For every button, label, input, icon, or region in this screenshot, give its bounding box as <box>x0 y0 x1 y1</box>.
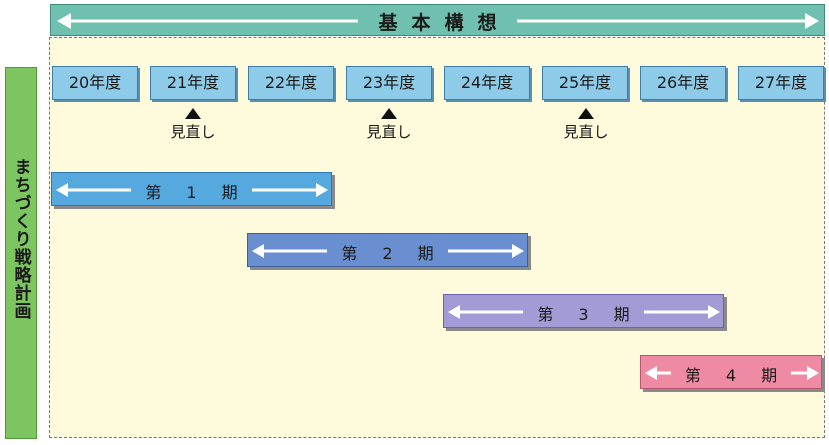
phase-2-label: 第 2 期 <box>327 244 448 263</box>
review-marker-21: 見直し <box>153 108 233 142</box>
review-label: 見直し <box>366 123 412 141</box>
phase-2-bar: 第 2 期 <box>247 233 528 267</box>
strategy-plan-title: まちづくり戦略計画 <box>10 158 31 320</box>
phase-1-bar: 第 1 期 <box>51 172 332 206</box>
year-box-22: 22年度 <box>248 66 334 100</box>
triangle-up-icon <box>381 108 397 119</box>
review-marker-25: 見直し <box>546 108 626 142</box>
phase-4-bar: 第 4 期 <box>640 355 822 389</box>
basic-plan-bar: 基本構想 <box>50 4 825 36</box>
year-box-24: 24年度 <box>444 66 530 100</box>
review-label: 見直し <box>170 123 216 141</box>
year-box-25: 25年度 <box>542 66 628 100</box>
phase-1-label: 第 1 期 <box>131 183 252 202</box>
review-marker-23: 見直し <box>349 108 429 142</box>
basic-plan-title: 基本構想 <box>358 12 517 34</box>
strategy-plan-bar: まちづくり戦略計画 <box>5 67 37 439</box>
year-box-21: 21年度 <box>150 66 236 100</box>
year-box-26: 26年度 <box>640 66 726 100</box>
year-box-27: 27年度 <box>738 66 824 100</box>
triangle-up-icon <box>578 108 594 119</box>
year-box-20: 20年度 <box>52 66 138 100</box>
year-box-23: 23年度 <box>346 66 432 100</box>
phase-4-label: 第 4 期 <box>670 366 792 385</box>
phase-3-bar: 第 3 期 <box>443 294 724 328</box>
triangle-up-icon <box>185 108 201 119</box>
phase-3-label: 第 3 期 <box>523 305 644 324</box>
review-label: 見直し <box>563 123 609 141</box>
